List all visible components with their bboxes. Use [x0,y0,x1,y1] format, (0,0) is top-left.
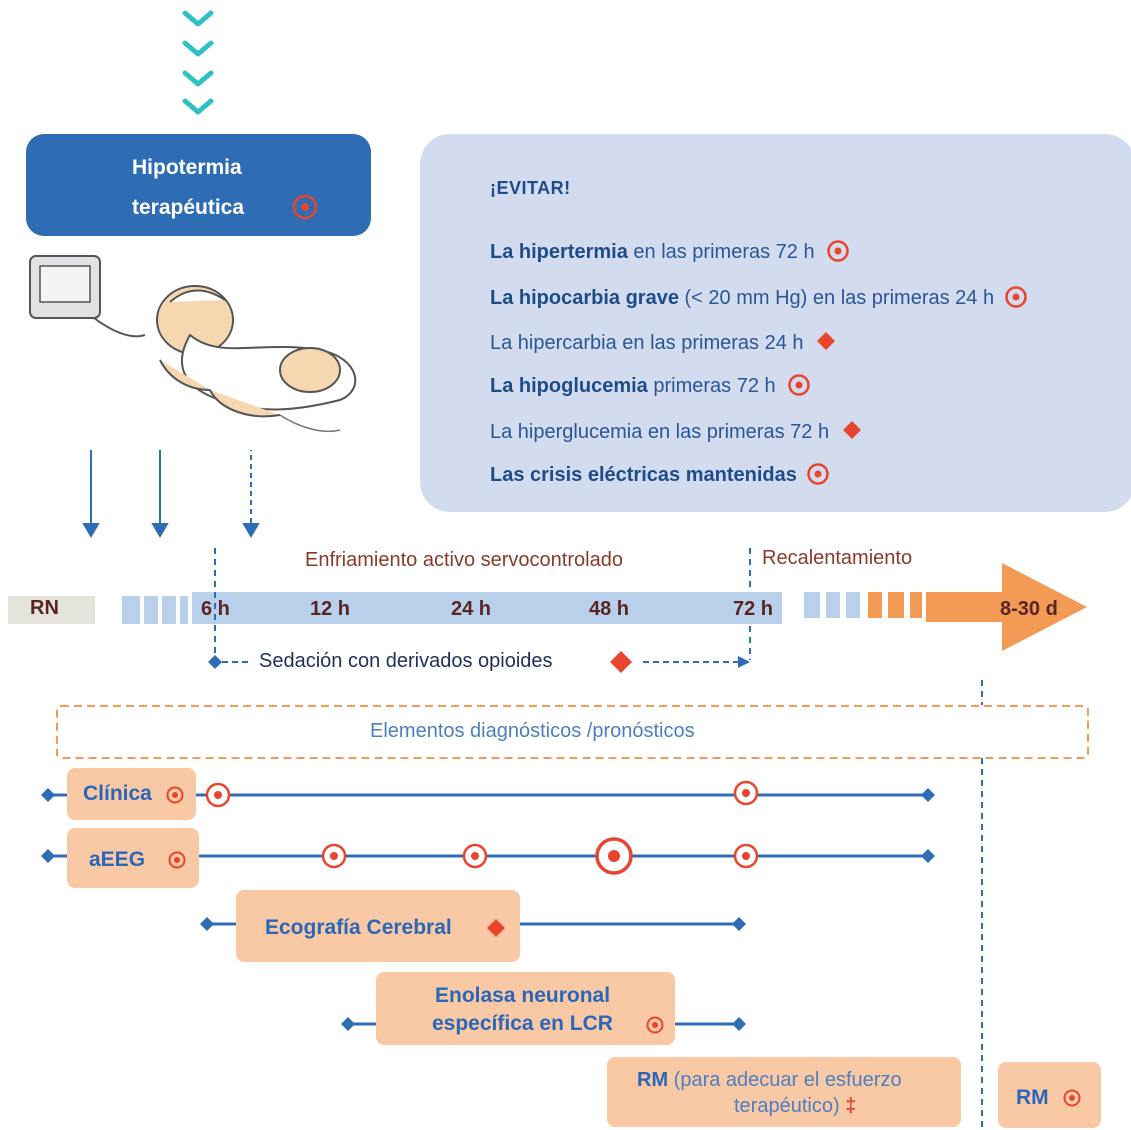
newborn-cooling-illustration [20,240,380,450]
target-icon [1063,1089,1081,1107]
chevron-down-icon [182,10,214,115]
sedation-line [208,651,750,673]
diamond-icon [842,421,861,439]
eco-box: Ecografía Cerebral [236,890,520,962]
tick-72h: 72 h [733,598,774,620]
rm-adjust-box: RM (para adecuar el esfuerzo terapéutico… [607,1057,961,1127]
cooling-label: Enfriamiento activo servocontrolado [305,549,623,571]
aeeg-label: aEEG [89,848,146,871]
aeeg-box: aEEG [67,828,199,888]
diamond-icon [817,332,836,350]
target-icon [1004,286,1027,308]
rm-note-line2: terapéutico) [734,1095,840,1117]
rm-box: RM [998,1062,1101,1128]
rm-label: RM [637,1069,669,1091]
avoid-item: La hiperglucemia en las primeras 72 h [490,419,863,444]
clinica-box: Clínica [67,768,196,820]
avoid-item: La hipertermia en las primeras 72 h [490,240,852,264]
avoid-item: La hipocarbia grave (< 20 mm Hg) en las … [490,286,1030,310]
avoid-item: La hipercarbia en las primeras 24 h [490,330,837,355]
target-icon [788,374,810,396]
sedation-label: Sedación con derivados opioides [259,650,553,672]
diamond-icon [610,651,632,673]
arrow-down-icon [82,446,260,538]
hypothermia-box: Hipotermia terapéutica [26,134,371,236]
pre-bar-segments [122,596,188,624]
avoid-item: Las crisis eléctricas mantenidas [490,463,832,487]
double-dagger-icon: ‡ [845,1095,857,1117]
tick-end: 8-30 d [1000,598,1058,620]
target-icon [292,194,318,220]
tick-12h: 12 h [310,598,351,620]
target-icon [807,463,830,485]
diagnostics-header: Elementos diagnósticos /pronósticos [370,720,695,742]
target-icon [168,851,186,869]
avoid-item: La hipoglucemia primeras 72 h [490,374,813,398]
transition-segments [804,592,922,618]
avoid-panel: ¡EVITAR! La hipertermia en las primeras … [420,134,1131,512]
clinica-label: Clínica [83,782,152,805]
eco-label: Ecografía Cerebral [265,916,452,939]
diamond-icon [487,919,505,937]
target-icon [827,240,849,262]
enolasa-box: Enolasa neuronal específica en LCR [376,972,675,1045]
enolasa-label-line1: Enolasa neuronal [435,984,611,1007]
target-icon [166,786,184,804]
tick-48h: 48 h [589,598,630,620]
rn-bar [8,596,95,624]
tick-24h: 24 h [451,598,492,620]
rn-label: RN [30,597,59,619]
diagnostics-frame [56,705,1089,759]
hypothermia-title-line2: terapéutica [132,196,245,219]
rm-label-2: RM [1016,1086,1049,1109]
tick-6h: 6 h [201,598,230,620]
rewarming-label: Recalentamiento [762,547,913,569]
rewarming-arrow [926,563,1087,651]
hypothermia-title-line1: Hipotermia [132,156,242,179]
avoid-title: ¡EVITAR! [490,178,571,198]
enolasa-label-line2: específica en LCR [432,1012,613,1035]
rm-note: (para adecuar el esfuerzo [673,1069,902,1091]
cooling-bar [192,592,782,624]
target-icon [646,1016,664,1034]
